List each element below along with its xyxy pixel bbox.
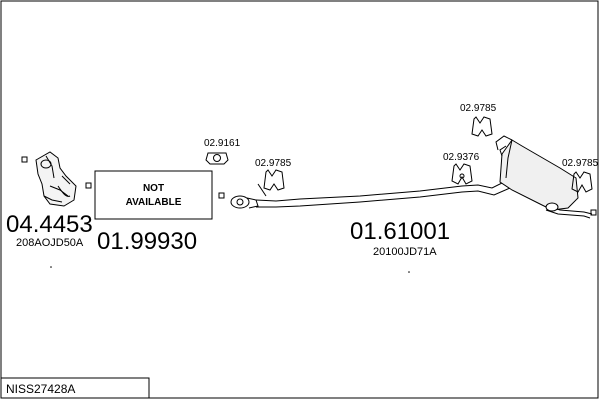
dot-mark <box>408 271 410 273</box>
flange-gasket-drawing <box>205 152 229 165</box>
not-available-line1: NOT <box>143 183 164 194</box>
part-number-rear-silencer: 01.61001 <box>350 218 450 245</box>
marker-square <box>21 156 28 163</box>
part-number-front-pipe: 01.99930 <box>97 228 197 255</box>
marker-square <box>218 192 225 199</box>
oem-number-catalyst: 208AOJD50A <box>16 237 84 249</box>
rubber-hanger-top-drawing <box>471 116 493 137</box>
reference-code: NISS27428A <box>6 382 75 396</box>
accessory-label-rubber-mount: 02.9376 <box>443 152 480 163</box>
rubber-mount-drawing <box>451 163 473 185</box>
dot-mark <box>50 266 52 268</box>
accessory-label-hanger-top: 02.9785 <box>460 103 497 114</box>
not-available-line2: AVAILABLE <box>126 197 182 208</box>
accessory-label-hanger-rear: 02.9785 <box>562 158 599 169</box>
catalytic-converter-drawing <box>35 151 77 207</box>
rubber-hanger-rear-drawing <box>571 171 593 193</box>
reference-box <box>0 377 150 399</box>
oem-number-rear-silencer: 20100JD71A <box>373 246 437 258</box>
accessory-label-hanger-mid: 02.9785 <box>255 158 292 169</box>
accessory-label-flange-gasket: 02.9161 <box>204 138 241 149</box>
not-available-box <box>94 170 213 220</box>
part-number-catalyst: 04.4453 <box>6 211 93 238</box>
marker-square <box>85 182 92 189</box>
main-pipe-drawing <box>230 135 593 219</box>
marker-square <box>590 209 597 216</box>
rubber-hanger-mid-drawing <box>257 169 285 197</box>
